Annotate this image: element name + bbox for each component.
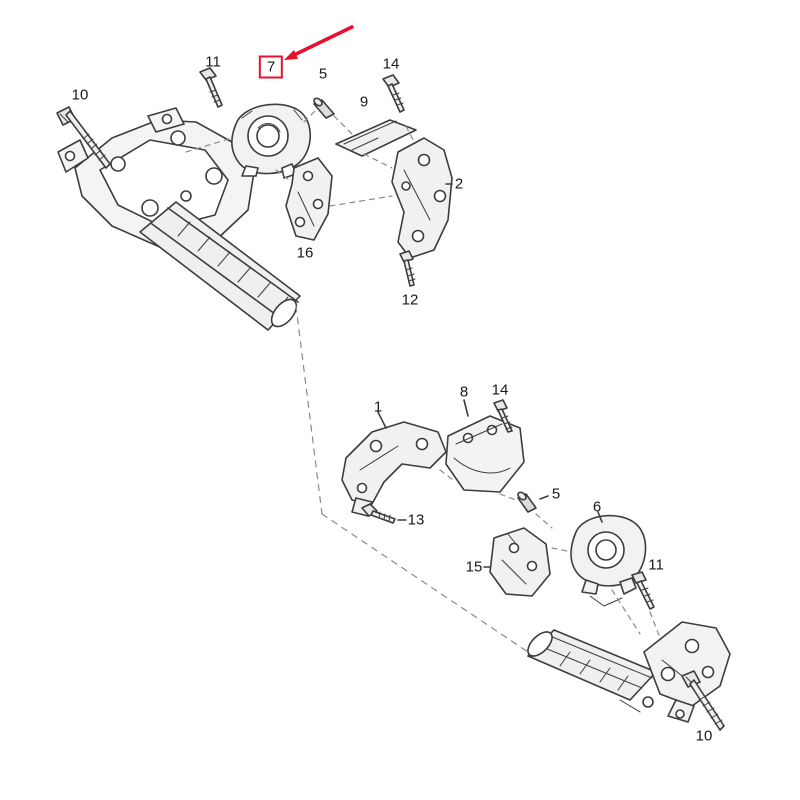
- part-bracket-2: [391, 137, 453, 259]
- part-bracket-15: [483, 527, 551, 597]
- part-engine-mount-7: [231, 103, 311, 179]
- part-bracket-1: [341, 411, 447, 517]
- part-bolt-13: [361, 503, 407, 524]
- part-bolt-11-bottom: [631, 571, 655, 610]
- part-bolt-10-top: [56, 106, 111, 169]
- part-subframe-bottom: [527, 621, 731, 723]
- part-bolt-14-top: [382, 74, 405, 113]
- part-pin-5-top: [313, 97, 335, 119]
- part-bolt-14-bottom: [493, 399, 513, 433]
- highlight-arrowhead: [284, 50, 298, 60]
- assembly-dashes-center: [295, 305, 529, 653]
- part-bracket-16: [285, 157, 333, 241]
- part-subframe-top: [57, 107, 301, 331]
- part-engine-mount-6: [570, 511, 647, 607]
- part-plate-8: [445, 399, 525, 493]
- highlight-arrow: [284, 25, 354, 60]
- part-plate-9: [335, 119, 417, 157]
- part-pin-5-bottom: [517, 491, 549, 513]
- assembly-dashes-bottom: [439, 469, 661, 639]
- assembly-dashes-top: [185, 109, 415, 207]
- part-bolt-12: [399, 250, 416, 287]
- part-bolt-10-bottom: [681, 670, 725, 731]
- part-bolt-11-top: [199, 67, 223, 108]
